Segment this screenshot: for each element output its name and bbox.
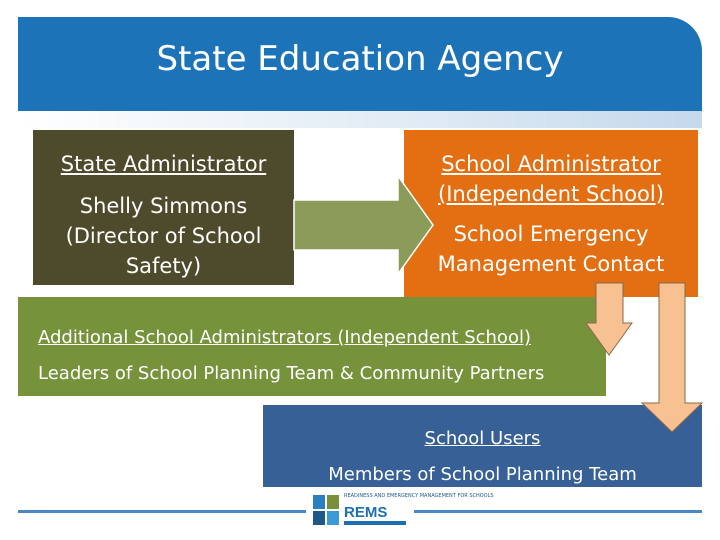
school-admin-heading-line2: (Independent School): [438, 182, 664, 206]
logo-wordmark: REMS: [344, 504, 388, 521]
additional-administrators-body: Leaders of School Planning Team & Commun…: [38, 363, 545, 384]
school-admin-line2: Management Contact: [437, 252, 665, 276]
state-admin-name: Shelly Simmons: [79, 194, 248, 218]
footer-divider-left: [18, 510, 306, 513]
footer-divider-right: [414, 510, 702, 513]
state-admin-role-line1: (Director of School: [65, 224, 262, 248]
banner-stripe: [18, 111, 702, 128]
logo-icons: [312, 494, 340, 526]
school-administrator-box: School Administrator (Independent School…: [404, 130, 698, 297]
school-administrator-heading: School Administrator (Independent School…: [404, 149, 698, 209]
state-administrator-details: Shelly Simmons (Director of School Safet…: [33, 191, 294, 281]
state-admin-role-line2: Safety): [125, 254, 202, 278]
additional-administrators-box: Additional School Administrators (Indepe…: [18, 297, 606, 396]
state-administrator-box: State Administrator Shelly Simmons (Dire…: [33, 130, 294, 285]
banner-title: State Education Agency: [156, 39, 564, 79]
school-users-heading: School Users: [424, 428, 541, 449]
school-admin-line1: School Emergency: [453, 222, 649, 246]
logo-underline: [344, 521, 406, 525]
additional-administrators-heading: Additional School Administrators (Indepe…: [38, 327, 531, 348]
school-administrator-details: School Emergency Management Contact: [404, 219, 698, 279]
school-users-box: School Users Members of School Planning …: [263, 405, 702, 487]
logo-banner-text: READINESS AND EMERGENCY MANAGEMENT FOR S…: [344, 493, 494, 499]
state-administrator-heading: State Administrator: [60, 152, 267, 176]
school-users-body: Members of School Planning Team: [328, 464, 637, 485]
banner: State Education Agency: [18, 17, 702, 111]
rems-logo: READINESS AND EMERGENCY MANAGEMENT FOR S…: [312, 494, 494, 526]
school-admin-heading-line1: School Administrator: [441, 152, 661, 176]
